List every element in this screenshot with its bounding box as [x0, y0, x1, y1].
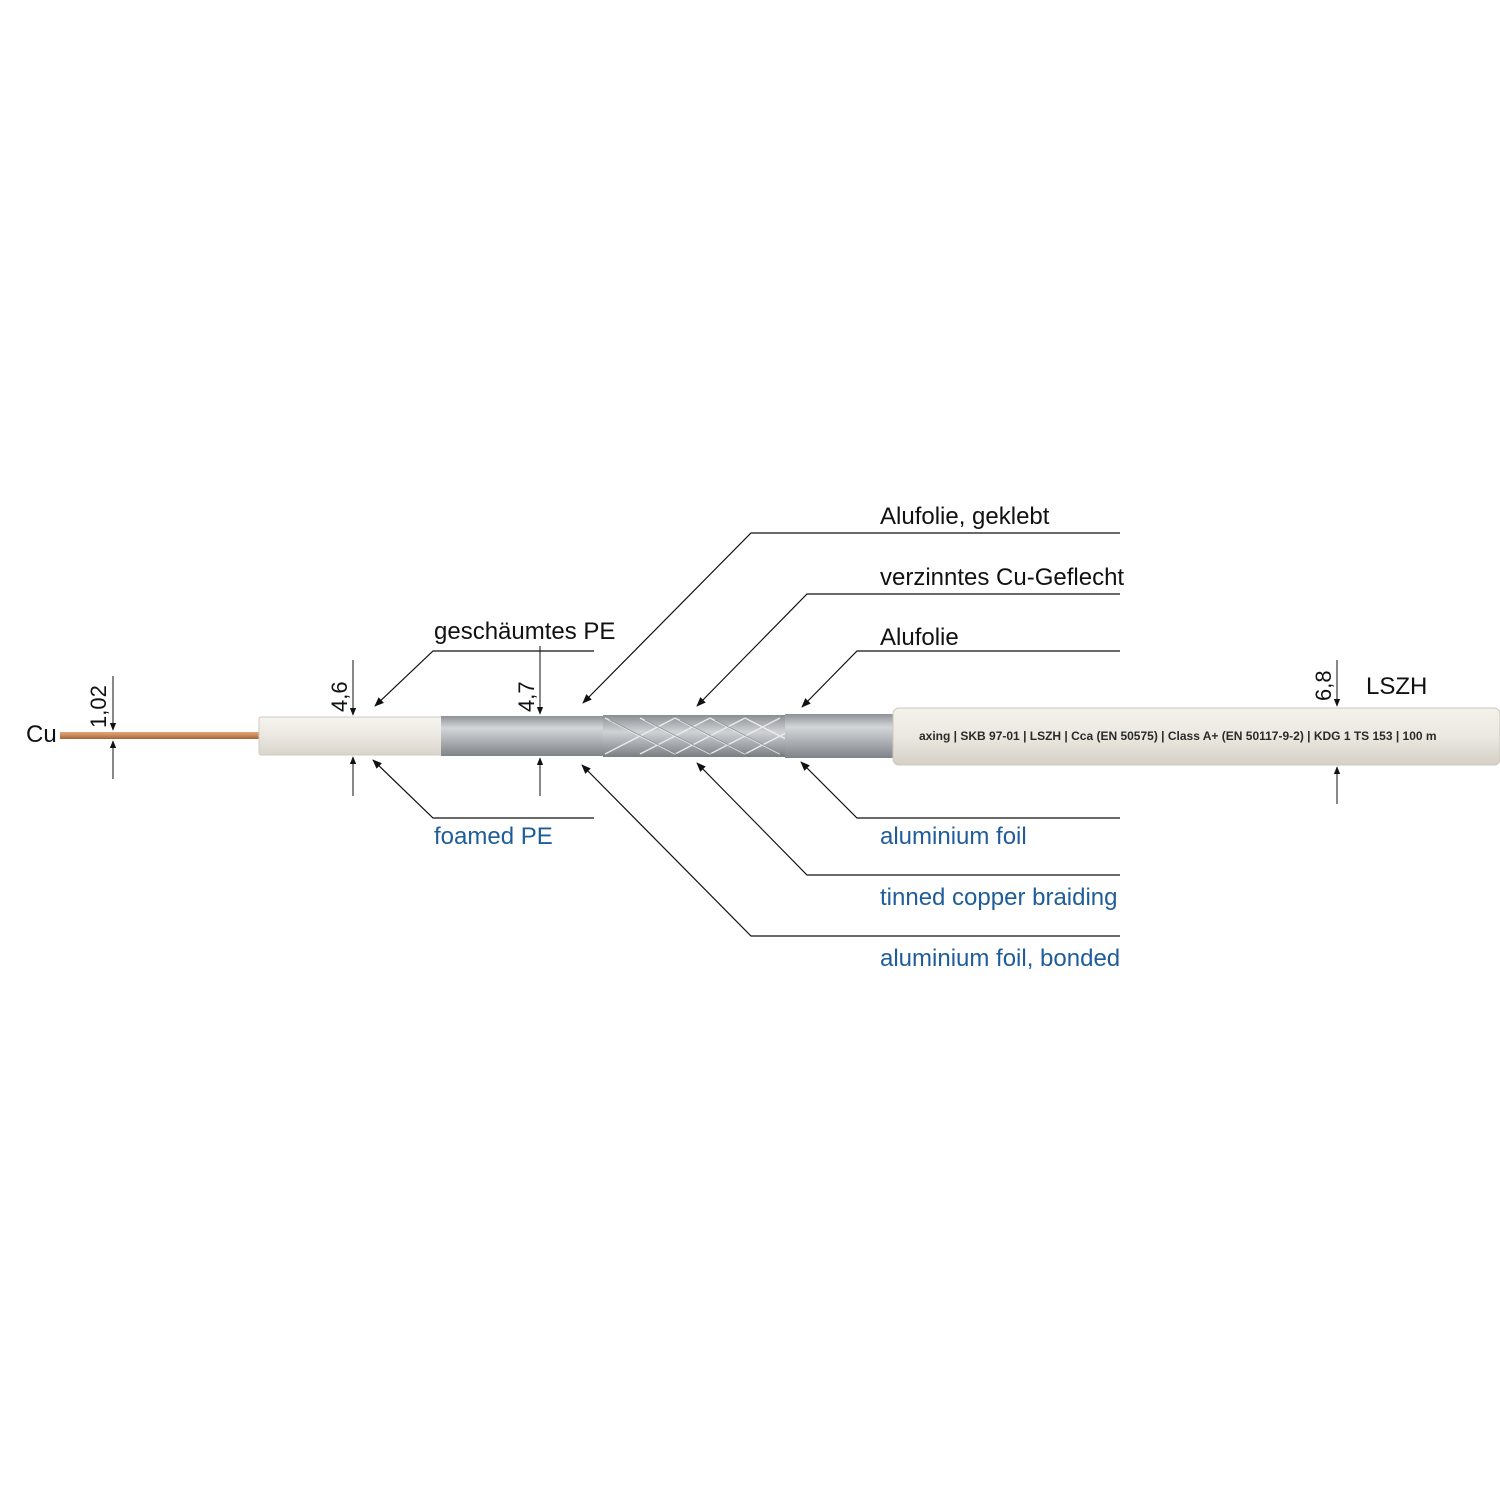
- jacket-print: axing | SKB 97-01 | LSZH | Cca (EN 50575…: [919, 729, 1437, 743]
- copper-conductor: [60, 732, 265, 739]
- leader-dielectric-bottom: [372, 759, 594, 819]
- braid-pattern-shadow: [609, 719, 786, 757]
- foamed-pe-dielectric: [258, 716, 450, 756]
- bonded-foil-diameter: 4,7: [514, 681, 539, 712]
- braid-label-en: tinned copper braiding: [880, 884, 1118, 911]
- conductor-diameter: 1,02: [86, 685, 111, 728]
- leader-outer-foil-top: [801, 650, 1120, 708]
- braid-pattern: [604, 717, 793, 755]
- leader-bonded-foil-top: [582, 532, 1120, 704]
- leader-dielectric-top: [374, 650, 594, 707]
- braid-label-de: verzinntes Cu-Geflecht: [880, 564, 1124, 591]
- dielectric-diameter: 4,6: [327, 681, 352, 712]
- leader-outer-foil-bottom: [800, 761, 1120, 819]
- outer-foil-layer: [785, 714, 897, 758]
- bonded-foil-dimension: 4,7: [514, 646, 544, 796]
- dielectric-dimension: 4,6: [327, 660, 357, 796]
- leader-bonded-foil-bottom: [581, 764, 1120, 937]
- lszh-jacket: [892, 707, 1500, 766]
- cable-body: axing | SKB 97-01 | LSZH | Cca (EN 50575…: [60, 707, 1500, 766]
- dielectric-label-de: geschäumtes PE: [434, 618, 615, 645]
- leader-braid-bottom: [696, 762, 1120, 876]
- copper-braid-layer: [603, 715, 793, 757]
- jacket-label: LSZH: [1366, 673, 1427, 700]
- dielectric-label-en: foamed PE: [434, 823, 553, 850]
- leader-braid-top: [696, 593, 1120, 707]
- outer-foil-label-de: Alufolie: [880, 624, 959, 651]
- jacket-diameter: 6,8: [1311, 670, 1336, 701]
- bonded-foil-label-de: Alufolie, geklebt: [880, 503, 1050, 530]
- conductor-label: Cu: [26, 721, 57, 748]
- outer-foil-label-en: aluminium foil: [880, 823, 1027, 850]
- conductor-dimension: 1,02: [86, 676, 117, 779]
- jacket-dimension: 6,8: [1311, 660, 1341, 804]
- bonded-foil-label-en: aluminium foil, bonded: [880, 945, 1120, 972]
- bonded-foil-layer: [441, 716, 611, 756]
